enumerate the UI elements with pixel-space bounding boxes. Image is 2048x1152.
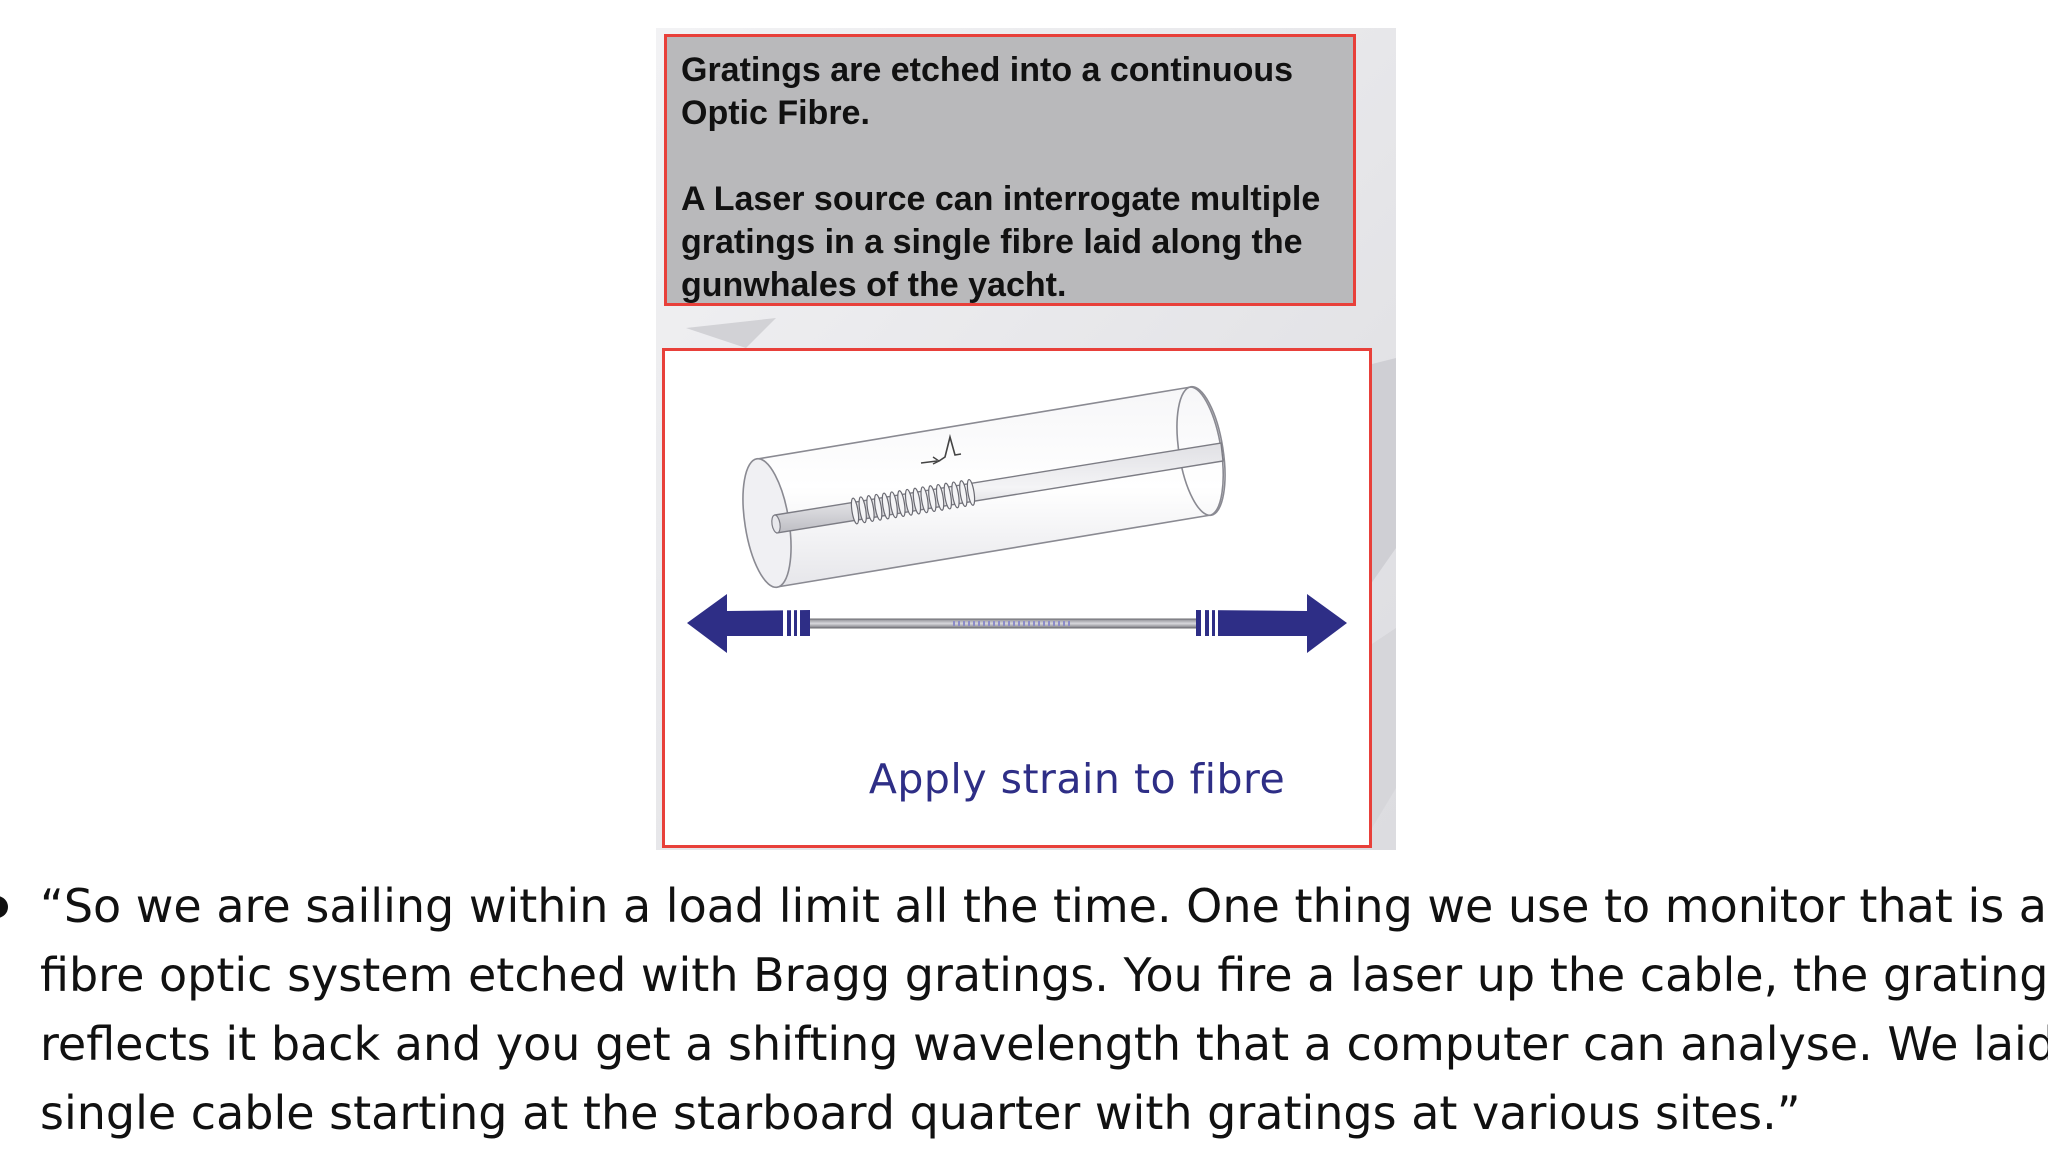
strain-grating-line: [1023, 621, 1025, 626]
quote-line-4: single cable starting at the starboard q…: [40, 1086, 1801, 1140]
strain-grating-line: [963, 621, 965, 626]
quote-line-3: reflects it back and you get a shifting …: [40, 1017, 2048, 1071]
reflection-marker: [920, 433, 962, 465]
strain-grating-line: [1068, 621, 1070, 626]
strain-grating-line: [1003, 621, 1005, 626]
fibre-diagram: [687, 385, 1347, 653]
strain-grating-line: [1013, 621, 1015, 626]
strain-fibre: [804, 618, 1226, 629]
strain-grating-line: [968, 621, 970, 626]
grating-ring: [920, 486, 929, 514]
strain-grating-line: [1038, 621, 1040, 626]
grating-ring: [897, 490, 906, 518]
quote-line-2: fibre optic system etched with Bragg gra…: [40, 948, 2048, 1002]
strain-grating-line: [1008, 621, 1010, 626]
strain-grating-line: [998, 621, 1000, 626]
grating-ring: [866, 495, 875, 522]
grating-ring: [959, 480, 968, 508]
grating-ring: [943, 482, 952, 510]
diagram-box: Apply strain to fibre: [662, 348, 1372, 848]
strain-grating-line: [1058, 621, 1060, 626]
grating-ring: [850, 497, 860, 525]
grating-ring: [928, 485, 937, 513]
grating-ring: [858, 496, 867, 524]
grating-ring: [874, 493, 883, 521]
info-box: Gratings are etched into a continuous Op…: [664, 34, 1356, 306]
strain-grating-line: [983, 621, 985, 626]
strain-grating-line: [973, 621, 975, 626]
strain-grating-line: [1063, 621, 1065, 626]
right-strain-arrow: [1196, 594, 1347, 653]
strain-grating-line: [958, 621, 960, 626]
info-paragraph-1: Gratings are etched into a continuous Op…: [681, 51, 1294, 132]
strain-grating-line: [988, 621, 990, 626]
grating-ring: [904, 488, 914, 516]
strain-grating-line: [1048, 621, 1050, 626]
grating-ring: [966, 478, 976, 506]
figure-panel: Gratings are etched into a continuous Op…: [656, 28, 1396, 850]
strain-grating-line: [993, 621, 995, 626]
strain-grating: [953, 621, 1070, 626]
strain-grating-line: [953, 621, 955, 626]
bullet-icon: [0, 896, 8, 918]
strain-grating-line: [978, 621, 980, 626]
strain-grating-line: [1043, 621, 1045, 626]
strain-label: Apply strain to fibre: [868, 755, 1286, 803]
grating-ring: [889, 491, 898, 519]
grating-ring: [881, 492, 891, 520]
grating-ring: [951, 481, 960, 509]
quote-line-1: “So we are sailing within a load limit a…: [40, 879, 2047, 933]
info-paragraph-2: A Laser source can interrogate multiple …: [681, 180, 1321, 304]
strain-grating-line: [1018, 621, 1020, 626]
grating-ring: [912, 487, 922, 515]
strain-grating-line: [1053, 621, 1055, 626]
strain-grating-line: [1028, 621, 1030, 626]
bragg-grating: [850, 478, 976, 525]
left-strain-arrow: [687, 594, 810, 653]
strain-grating-line: [1033, 621, 1035, 626]
grating-ring: [935, 483, 945, 511]
